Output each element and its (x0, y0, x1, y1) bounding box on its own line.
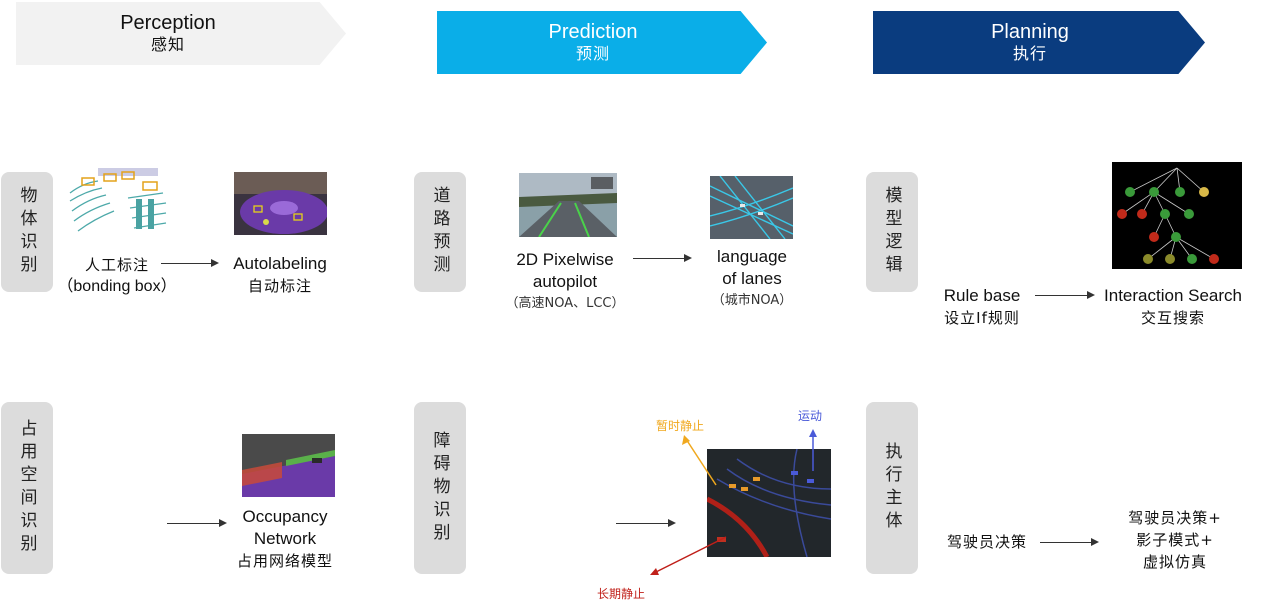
bounding-box-image (68, 163, 168, 238)
road-prediction-box: 道路预测 (414, 172, 466, 292)
occupancy-space-box: 占用空间识别 (1, 402, 53, 574)
object-recognition-label: 物体识别 (16, 186, 37, 278)
model-logic-box: 模型逻辑 (866, 172, 918, 292)
driver-decision-label: 驾驶员决策 (935, 531, 1039, 553)
pixelwise-image (519, 173, 617, 237)
arrow-manual-to-auto (161, 259, 219, 267)
lanes-label: language of lanes （城市NOA） (690, 246, 814, 312)
occupancy-network-label: Occupancy Network 占用网络模型 (220, 506, 350, 572)
pixelwise-sub: （高速NOA、LCC） (505, 296, 625, 311)
arrow-to-obstacle-image (616, 519, 676, 527)
arrow-rule-to-interaction (1035, 291, 1095, 299)
prediction-header: Prediction 预测 (437, 11, 767, 74)
rule-base-en: Rule base (943, 286, 1021, 305)
result-line2: 影子模式+ (1136, 531, 1214, 549)
obstacle-scene-image (707, 449, 831, 557)
driver-decision-zh: 驾驶员决策 (946, 533, 1027, 551)
temporary-static-label: 暂时静止 (656, 419, 705, 433)
occupancy-network-image (242, 434, 335, 497)
motion-arrows (650, 429, 817, 575)
long-static-label: 长期静止 (597, 587, 646, 601)
perception-header: Perception 感知 (16, 2, 346, 65)
manual-annotation-zh: 人工标注 (84, 256, 149, 274)
autolabeling-label: Autolabeling 自动标注 (220, 253, 340, 297)
lanes-line1: language (717, 247, 787, 266)
execution-subject-label: 执行主体 (881, 442, 902, 534)
pixelwise-label: 2D Pixelwise autopilot （高速NOA、LCC） (480, 249, 650, 315)
interaction-search-label: Interaction Search 交互搜索 (1088, 285, 1258, 329)
autolabeling-zh: 自动标注 (247, 277, 312, 295)
combined-result-label: 驾驶员决策+ 影子模式+ 虚拟仿真 (1112, 507, 1238, 573)
execution-subject-box: 执行主体 (866, 402, 918, 574)
result-line1: 驾驶员决策+ (1128, 509, 1222, 527)
moving-label: 运动 (798, 409, 823, 423)
pixelwise-line1: 2D Pixelwise (516, 250, 614, 269)
rule-base-label: Rule base 设立If规则 (931, 285, 1033, 329)
manual-annotation-bbox: （bonding box） (57, 278, 177, 295)
arrow-pixelwise-to-lanes (633, 254, 692, 262)
obstacle-recognition-label: 障碍物识别 (429, 430, 450, 546)
occupancy-zh: 占用网络模型 (236, 552, 333, 570)
interaction-search-en: Interaction Search (1104, 286, 1242, 305)
result-line3: 虚拟仿真 (1142, 553, 1207, 571)
arrow-driver-to-result (1040, 538, 1099, 546)
prediction-subtitle: 预测 (575, 44, 610, 63)
lanes-line2: of lanes (722, 269, 782, 288)
rule-base-zh: 设立If规则 (944, 309, 1020, 327)
autolabeling-image (234, 172, 327, 235)
obstacle-recognition-box: 障碍物识别 (414, 402, 466, 574)
lanes-image (710, 176, 793, 239)
autolabeling-en: Autolabeling (233, 254, 327, 273)
lanes-sub: （城市NOA） (711, 293, 793, 308)
model-logic-label: 模型逻辑 (881, 186, 902, 278)
planning-title: Planning (991, 21, 1069, 43)
manual-annotation-label: 人工标注 （bonding box） (50, 254, 184, 298)
interaction-search-zh: 交互搜索 (1140, 309, 1205, 327)
pixelwise-line2: autopilot (532, 272, 598, 291)
occupancy-line2: Network (253, 529, 317, 548)
occupancy-space-label: 占用空间识别 (16, 419, 37, 557)
occupancy-line1: Occupancy (242, 507, 328, 526)
prediction-title: Prediction (548, 21, 638, 43)
interaction-search-tree-image (1112, 162, 1242, 269)
perception-title: Perception (120, 12, 216, 34)
arrow-to-occupancy (167, 519, 227, 527)
object-recognition-box: 物体识别 (1, 172, 53, 292)
perception-subtitle: 感知 (150, 35, 185, 54)
road-prediction-label: 道路预测 (429, 186, 450, 278)
planning-subtitle: 执行 (1012, 44, 1047, 63)
planning-header: Planning 执行 (873, 11, 1205, 74)
